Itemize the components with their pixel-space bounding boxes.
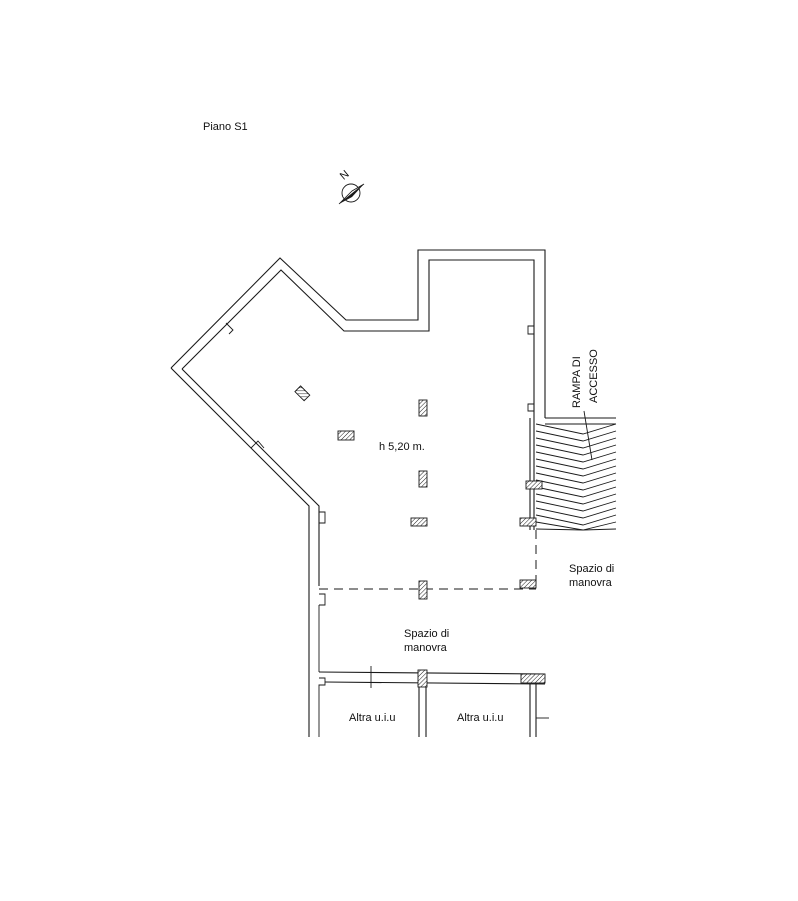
pillar bbox=[294, 385, 311, 402]
pillar bbox=[410, 517, 428, 527]
access-ramp bbox=[535, 423, 617, 531]
pillar bbox=[418, 470, 428, 488]
maneuver-space-right-line1: Spazio di bbox=[569, 563, 614, 575]
ramp-stripe bbox=[535, 507, 617, 519]
pillar bbox=[525, 480, 543, 490]
ramp-stripe bbox=[535, 458, 617, 470]
ramp-stripe bbox=[535, 444, 617, 456]
ramp-walls bbox=[529, 417, 616, 530]
maneuver-space-center-line1: Spazio di bbox=[404, 628, 449, 640]
height-label: h 5,20 m. bbox=[379, 441, 425, 453]
ramp-stripe bbox=[535, 430, 617, 442]
pillar bbox=[519, 579, 537, 589]
pillar bbox=[337, 430, 355, 441]
other-unit-right: Altra u.i.u bbox=[457, 712, 503, 724]
floor-label: Piano S1 bbox=[203, 121, 248, 133]
ramp-label-line2: ACCESSO bbox=[588, 349, 600, 403]
pillar bbox=[520, 673, 546, 684]
maneuver-space-center-line2: manovra bbox=[404, 642, 448, 654]
pillar bbox=[519, 517, 537, 527]
ramp-stripe bbox=[535, 423, 617, 435]
ramp-stripe bbox=[535, 486, 617, 498]
maneuver-space-right-line2: manovra bbox=[569, 577, 613, 589]
north-arrow-icon: N bbox=[338, 168, 365, 205]
ramp-stripe bbox=[535, 493, 617, 505]
lower-walls bbox=[318, 666, 549, 737]
dashed-limits bbox=[319, 530, 537, 590]
ramp-arrow bbox=[583, 410, 593, 461]
ramp-stripe bbox=[535, 500, 617, 512]
pillar bbox=[417, 669, 428, 688]
north-letter: N bbox=[338, 168, 352, 182]
pillar bbox=[418, 580, 428, 600]
pillars bbox=[294, 385, 546, 688]
pillar bbox=[418, 399, 428, 417]
ramp-stripe bbox=[535, 472, 617, 484]
ramp-stripe bbox=[535, 465, 617, 477]
other-unit-left: Altra u.i.u bbox=[349, 712, 395, 724]
ramp-label-line1: RAMPA DI bbox=[571, 356, 583, 408]
ramp-stripe bbox=[535, 451, 617, 463]
ramp-stripe bbox=[535, 437, 617, 449]
ramp-stripe bbox=[535, 528, 617, 531]
outer-walls bbox=[170, 249, 546, 737]
ramp-stripe bbox=[535, 479, 617, 491]
ramp-stripe bbox=[535, 514, 617, 526]
